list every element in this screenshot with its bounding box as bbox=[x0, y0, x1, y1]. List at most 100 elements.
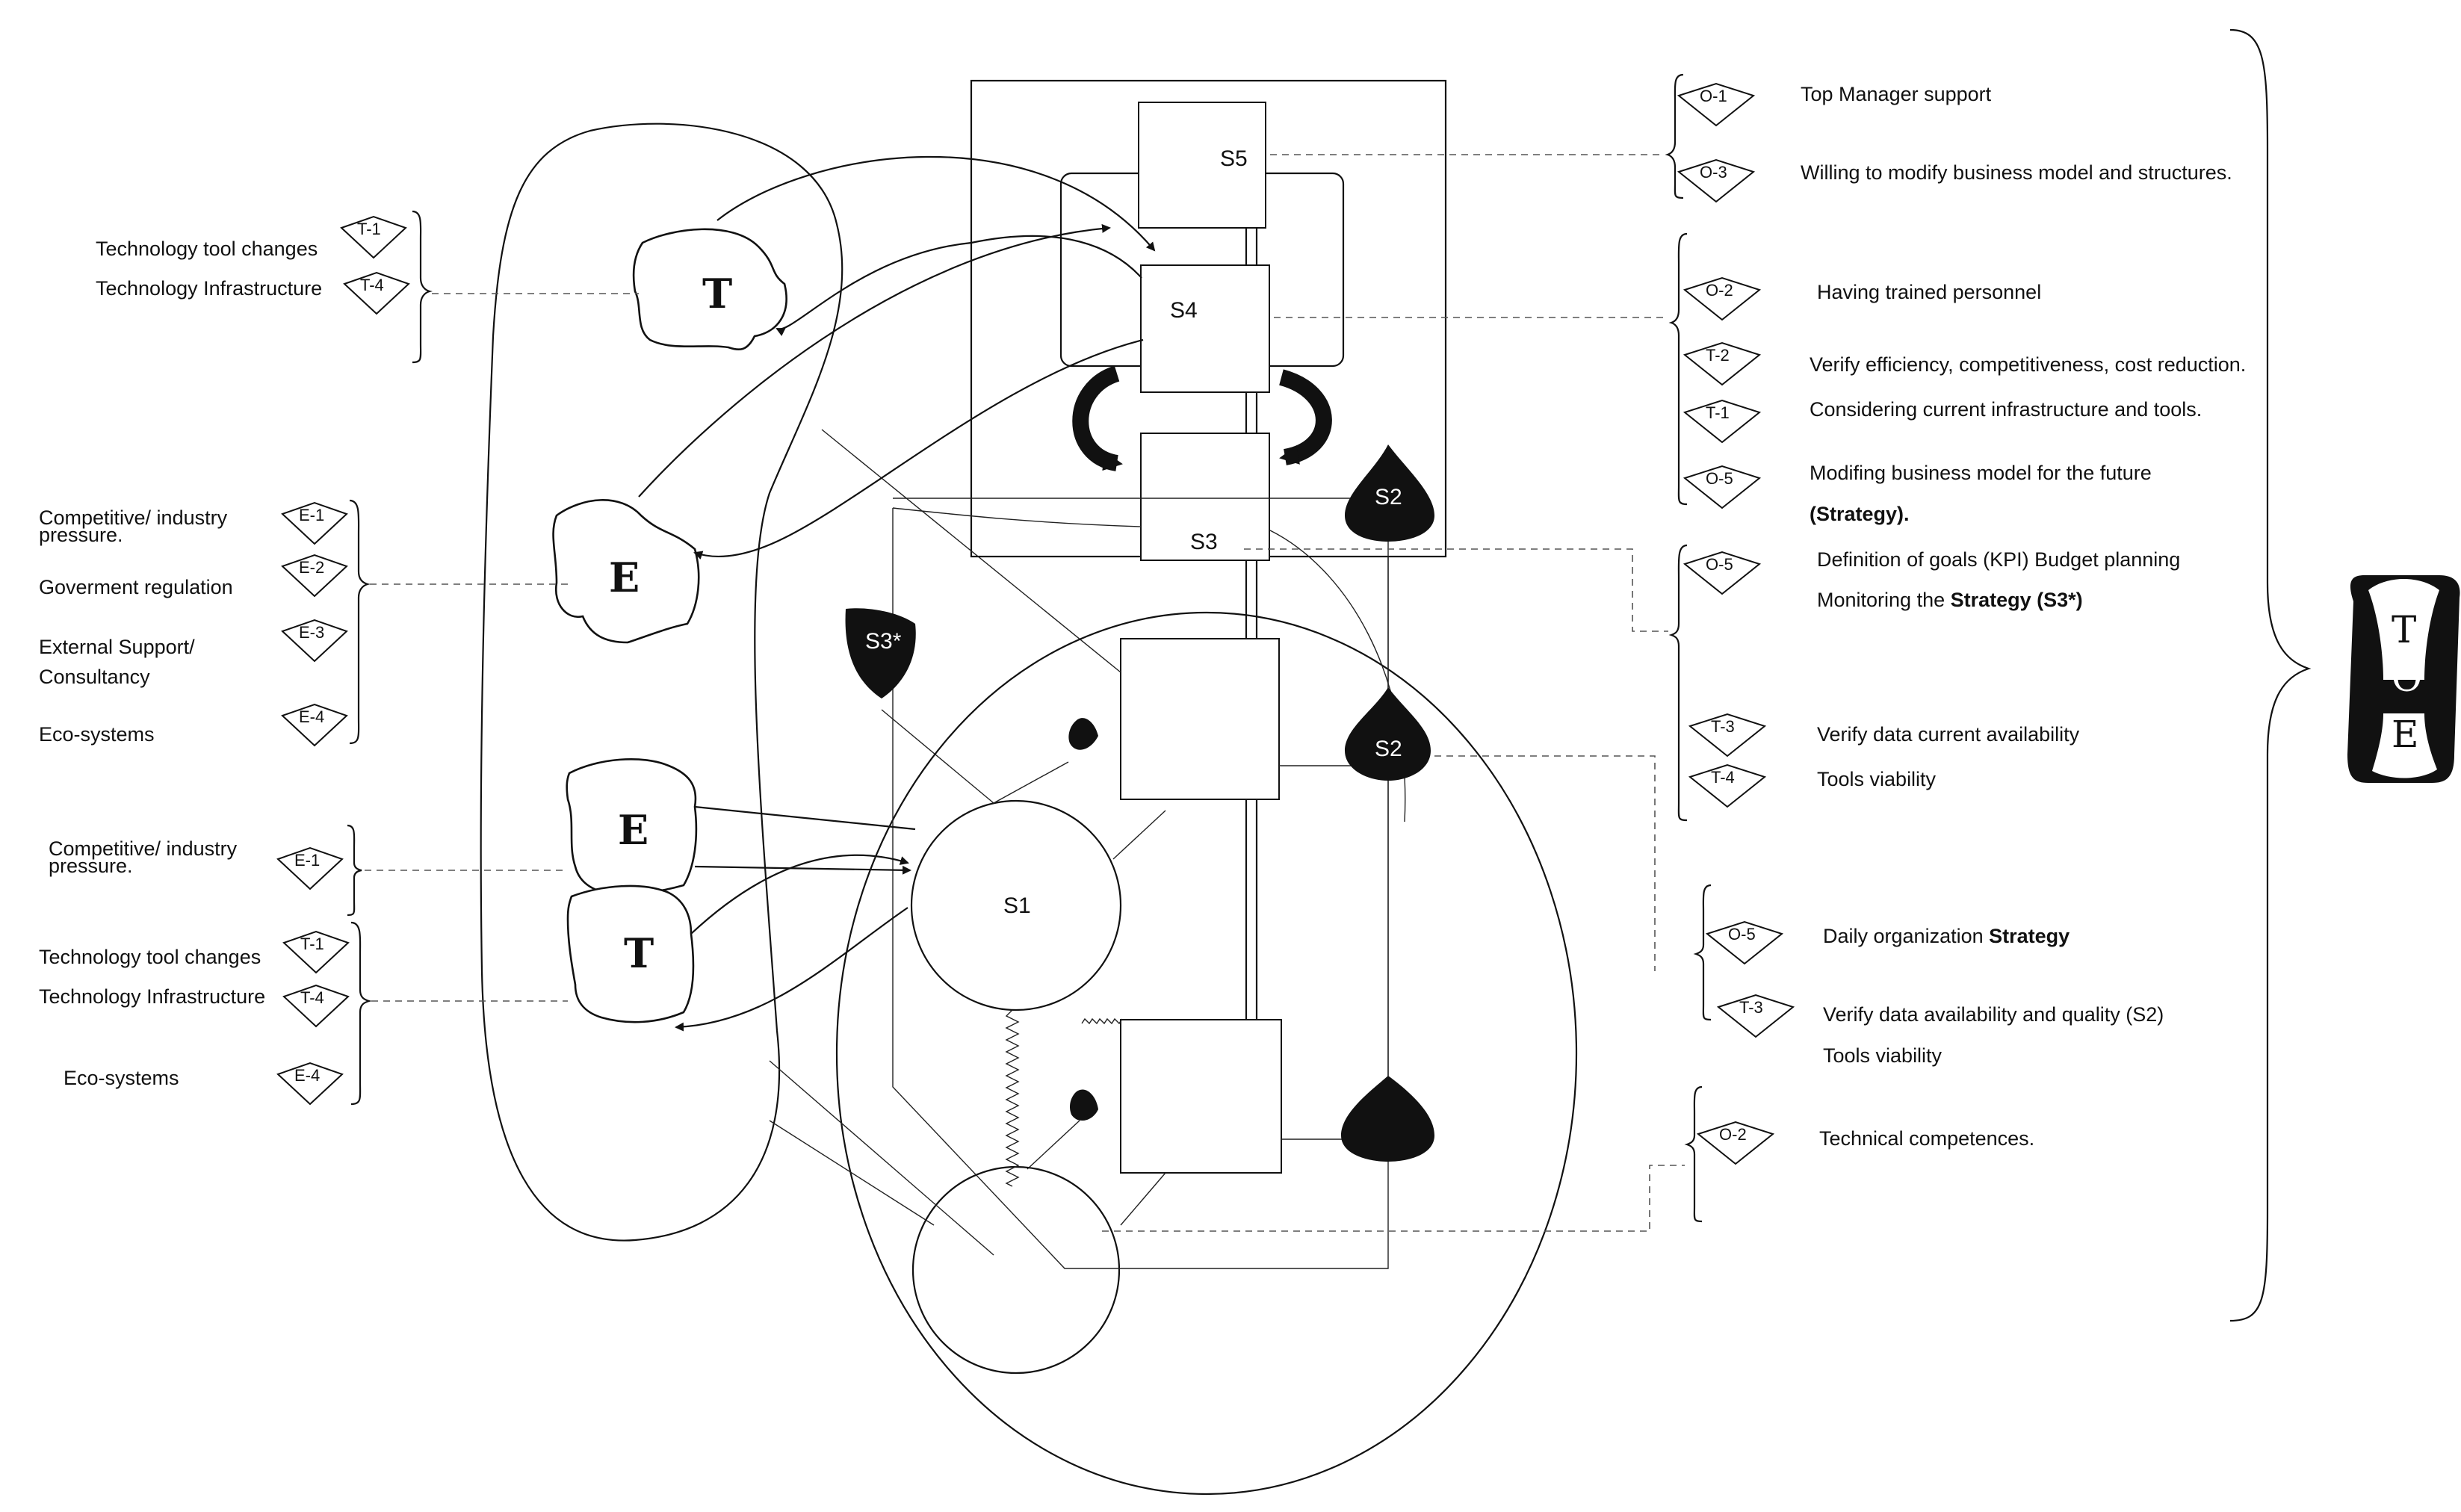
left-g1-brace bbox=[412, 210, 433, 364]
right-g3-tag1-diamond bbox=[1683, 551, 1762, 595]
left-g4-item1-label: Technology tool changes bbox=[39, 946, 261, 968]
right-g2-tag4: O-5 bbox=[1706, 469, 1733, 488]
blob-t-low-label: T bbox=[624, 929, 654, 977]
left-g1-tag2: T-4 bbox=[360, 276, 384, 294]
right-g1-item1-label: Top Manager support bbox=[1801, 83, 1992, 105]
s3-box bbox=[1140, 433, 1270, 561]
right-g4-item2-label: Verify data availability and quality (S2… bbox=[1823, 1003, 2164, 1026]
right-g2-tag3: T-1 bbox=[1706, 403, 1730, 422]
right-g2-tag2-diamond bbox=[1683, 341, 1762, 386]
blob-t-top-label: T bbox=[702, 270, 732, 317]
left-g3-tag1: E-1 bbox=[294, 851, 320, 870]
right-g2-item4-label: Modifing business model for the future bbox=[1810, 462, 2152, 484]
s2-drop-mid bbox=[1345, 687, 1431, 781]
toe-letter-e: E bbox=[2392, 713, 2419, 756]
toe-brace bbox=[2229, 28, 2312, 1322]
right-g1-tag1-diamond bbox=[1677, 82, 1756, 127]
right-g4-tag2: T-3 bbox=[1739, 998, 1763, 1017]
left-g2-item3-label-b: Consultancy bbox=[39, 666, 150, 688]
left-g4-tag2: T-4 bbox=[300, 988, 324, 1007]
left-g3-item1-label-b: pressure. bbox=[49, 855, 133, 877]
right-g4-item1-label-plain: Daily organization bbox=[1823, 925, 1989, 947]
left-g2-brace bbox=[349, 499, 371, 745]
left-g3-brace bbox=[347, 824, 362, 917]
right-g2-tag1: O-2 bbox=[1706, 281, 1733, 300]
left-g4-item2-label: Technology Infrastructure bbox=[39, 985, 265, 1008]
right-g2-item1-label: Having trained personnel bbox=[1817, 281, 2041, 303]
right-g3-item2-label: Verify data current availability bbox=[1817, 723, 2080, 746]
left-g4-tag2-diamond bbox=[282, 984, 350, 1028]
blob-e-mid bbox=[552, 499, 700, 644]
blob-t-top bbox=[632, 228, 787, 351]
right-g2-brace bbox=[1668, 232, 1688, 506]
right-g5-tag1-diamond bbox=[1696, 1121, 1775, 1165]
blob-t-low bbox=[566, 884, 695, 1023]
right-g3-item3-label: Tools viability bbox=[1817, 768, 1937, 790]
left-g2-tag3-diamond bbox=[281, 619, 348, 663]
s3-label: S3 bbox=[1190, 530, 1218, 554]
s4-label: S4 bbox=[1170, 298, 1198, 323]
s4-to-s3-arrow bbox=[1072, 365, 1123, 471]
s1-lower-circle bbox=[911, 1165, 1121, 1375]
right-g2-item4-label-bold: (Strategy). bbox=[1810, 503, 1910, 525]
left-g2-item4-label: Eco-systems bbox=[39, 723, 155, 746]
right-g3-item1-label2-plain: Monitoring the bbox=[1817, 589, 1951, 611]
right-g3-item1-label2: Monitoring the Strategy (S3*) bbox=[1817, 589, 2083, 611]
left-g1-tag2-diamond bbox=[343, 271, 410, 315]
left-g4-brace bbox=[350, 921, 373, 1106]
s5-box bbox=[1138, 102, 1266, 229]
s4-box bbox=[1140, 264, 1270, 393]
left-g4-tag3-diamond bbox=[276, 1062, 344, 1106]
toe-letter-o: O bbox=[2392, 657, 2422, 700]
left-g1-item2-label: Technology Infrastructure bbox=[96, 277, 322, 300]
right-g3-tag2-diamond bbox=[1688, 713, 1767, 757]
left-g4-tag1: T-1 bbox=[300, 935, 324, 953]
right-g3-tag2: T-3 bbox=[1711, 717, 1735, 736]
right-g4-brace bbox=[1693, 884, 1712, 1021]
left-g3-item1-label-a: Competitive/ industry bbox=[49, 837, 238, 860]
right-g2-tag3-diamond bbox=[1683, 399, 1762, 444]
s2-label-top: S2 bbox=[1375, 485, 1402, 509]
right-g4-item1-label: Daily organization Strategy bbox=[1823, 925, 2070, 947]
right-g3-brace bbox=[1668, 544, 1688, 822]
right-g4-tag1-diamond bbox=[1705, 920, 1784, 965]
right-g2-tag1-diamond bbox=[1683, 276, 1762, 321]
right-g3-tag3-diamond bbox=[1688, 763, 1767, 808]
right-g1-brace bbox=[1665, 73, 1684, 199]
left-g2-item1-label-a: Competitive/ industry bbox=[39, 506, 228, 529]
e-to-s4-arrow bbox=[638, 223, 1111, 498]
right-g2-item3-label: Considering current infrastructure and t… bbox=[1810, 398, 2202, 421]
right-g4-item2-label2: Tools viability bbox=[1823, 1044, 1943, 1067]
left-g2-item1-label-b: pressure. bbox=[39, 524, 123, 546]
right-g2-item2-label: Verify efficiency, competitiveness, cost… bbox=[1810, 353, 2246, 376]
left-g1-item1-label: Technology tool changes bbox=[96, 238, 318, 260]
left-g1-tag1-diamond bbox=[340, 215, 407, 259]
right-g5-tag1: O-2 bbox=[1719, 1125, 1747, 1144]
s2-label-mid: S2 bbox=[1375, 737, 1402, 761]
blob-e-low-label: E bbox=[618, 806, 648, 854]
left-g2-tag1: E-1 bbox=[299, 506, 324, 524]
s4-to-t-arrow bbox=[776, 235, 1142, 336]
s2-drop-top bbox=[1345, 444, 1434, 542]
left-g1-tag1: T-1 bbox=[357, 220, 381, 238]
left-g4-tag3: E-4 bbox=[294, 1066, 320, 1085]
blob-e-mid-label: E bbox=[609, 554, 640, 601]
left-g2-tag1-diamond bbox=[281, 501, 348, 545]
left-g3-tag1-diamond bbox=[276, 846, 344, 890]
right-g1-tag1: O-1 bbox=[1700, 87, 1727, 105]
right-g1-tag2-diamond bbox=[1677, 158, 1756, 203]
toe-badge: T O E bbox=[2347, 575, 2460, 783]
s3star-label: S3* bbox=[865, 629, 902, 654]
right-g4-tag2-diamond bbox=[1716, 994, 1795, 1038]
right-g1-item2-label: Willing to modify business model and str… bbox=[1801, 161, 2232, 184]
s3star-shield bbox=[845, 608, 916, 698]
environment-outline bbox=[480, 123, 843, 1242]
s2-drop-low bbox=[1341, 1076, 1434, 1162]
t-to-s4-arrow bbox=[716, 155, 1156, 252]
left-g2-tag2-diamond bbox=[281, 554, 348, 598]
right-g3-item1-label: Definition of goals (KPI) Budget plannin… bbox=[1817, 548, 2180, 571]
left-g2-tag2: E-2 bbox=[299, 558, 324, 577]
left-g4-tag1-diamond bbox=[282, 930, 350, 974]
op-unit-box-1 bbox=[1120, 638, 1280, 800]
left-g2-tag4: E-4 bbox=[299, 707, 324, 726]
